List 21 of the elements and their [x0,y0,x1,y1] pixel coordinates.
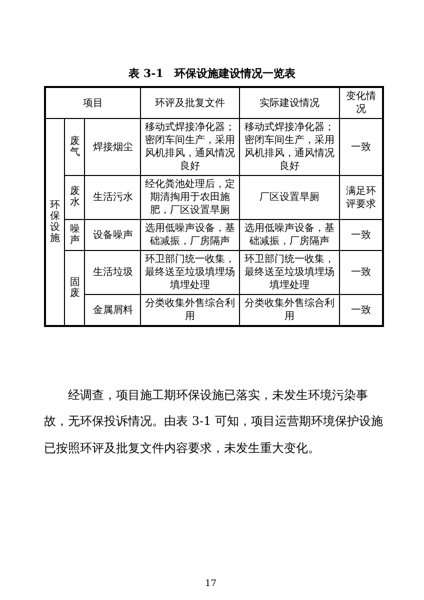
body-paragraph: 经调查，项目施工期环保设施已落实，未发生环境污染事故，无环保投诉情况。由表 3-1 可知，项目运营期环境保护设施已按照环评及批复文件内容要求，未发生重大变化。 [44,387,384,457]
table-cell: 选用低噪声设备，基础减振，厂房隔声 [240,220,340,250]
table-cell: 经化粪池处理后，定期清掏用于农田施肥，厂区设置旱厕 [140,176,240,220]
table-cell: 选用低噪声设备，基础减振，厂房隔声 [140,220,240,250]
table-cell: 移动式焊接净化器；密闭车间生产，采用风机排风，通风情况良好 [240,118,340,176]
page-number: 17 [205,578,216,591]
table-cell: 移动式焊接净化器；密闭车间生产，采用风机排风，通风情况良好 [140,118,240,176]
table-cell: 生活污水 [84,176,141,220]
table-cell: 焊接烟尘 [84,118,141,176]
table-cell: 设备噪声 [84,220,141,250]
table-cell: 环卫部门统一收集，最终送至垃圾填埋场填埋处理 [140,250,240,294]
table-cell: 生活垃圾 [84,250,141,294]
table-cell: 环评及批复文件 [140,87,240,118]
table-cell: 环卫部门统一收集，最终送至垃圾填埋场填埋处理 [240,250,340,294]
table-cell: 项目 [45,87,141,118]
table-title: 表 3-1 环保设施建设情况一览表 [128,66,296,82]
table-cell: 实际建设情况 [240,87,340,118]
table-cell: 厂区设置旱厕 [240,176,340,220]
table-cell: 噪声 [64,220,85,250]
table-cell: 废气 [64,118,85,176]
table-cell: 废水 [64,176,85,220]
